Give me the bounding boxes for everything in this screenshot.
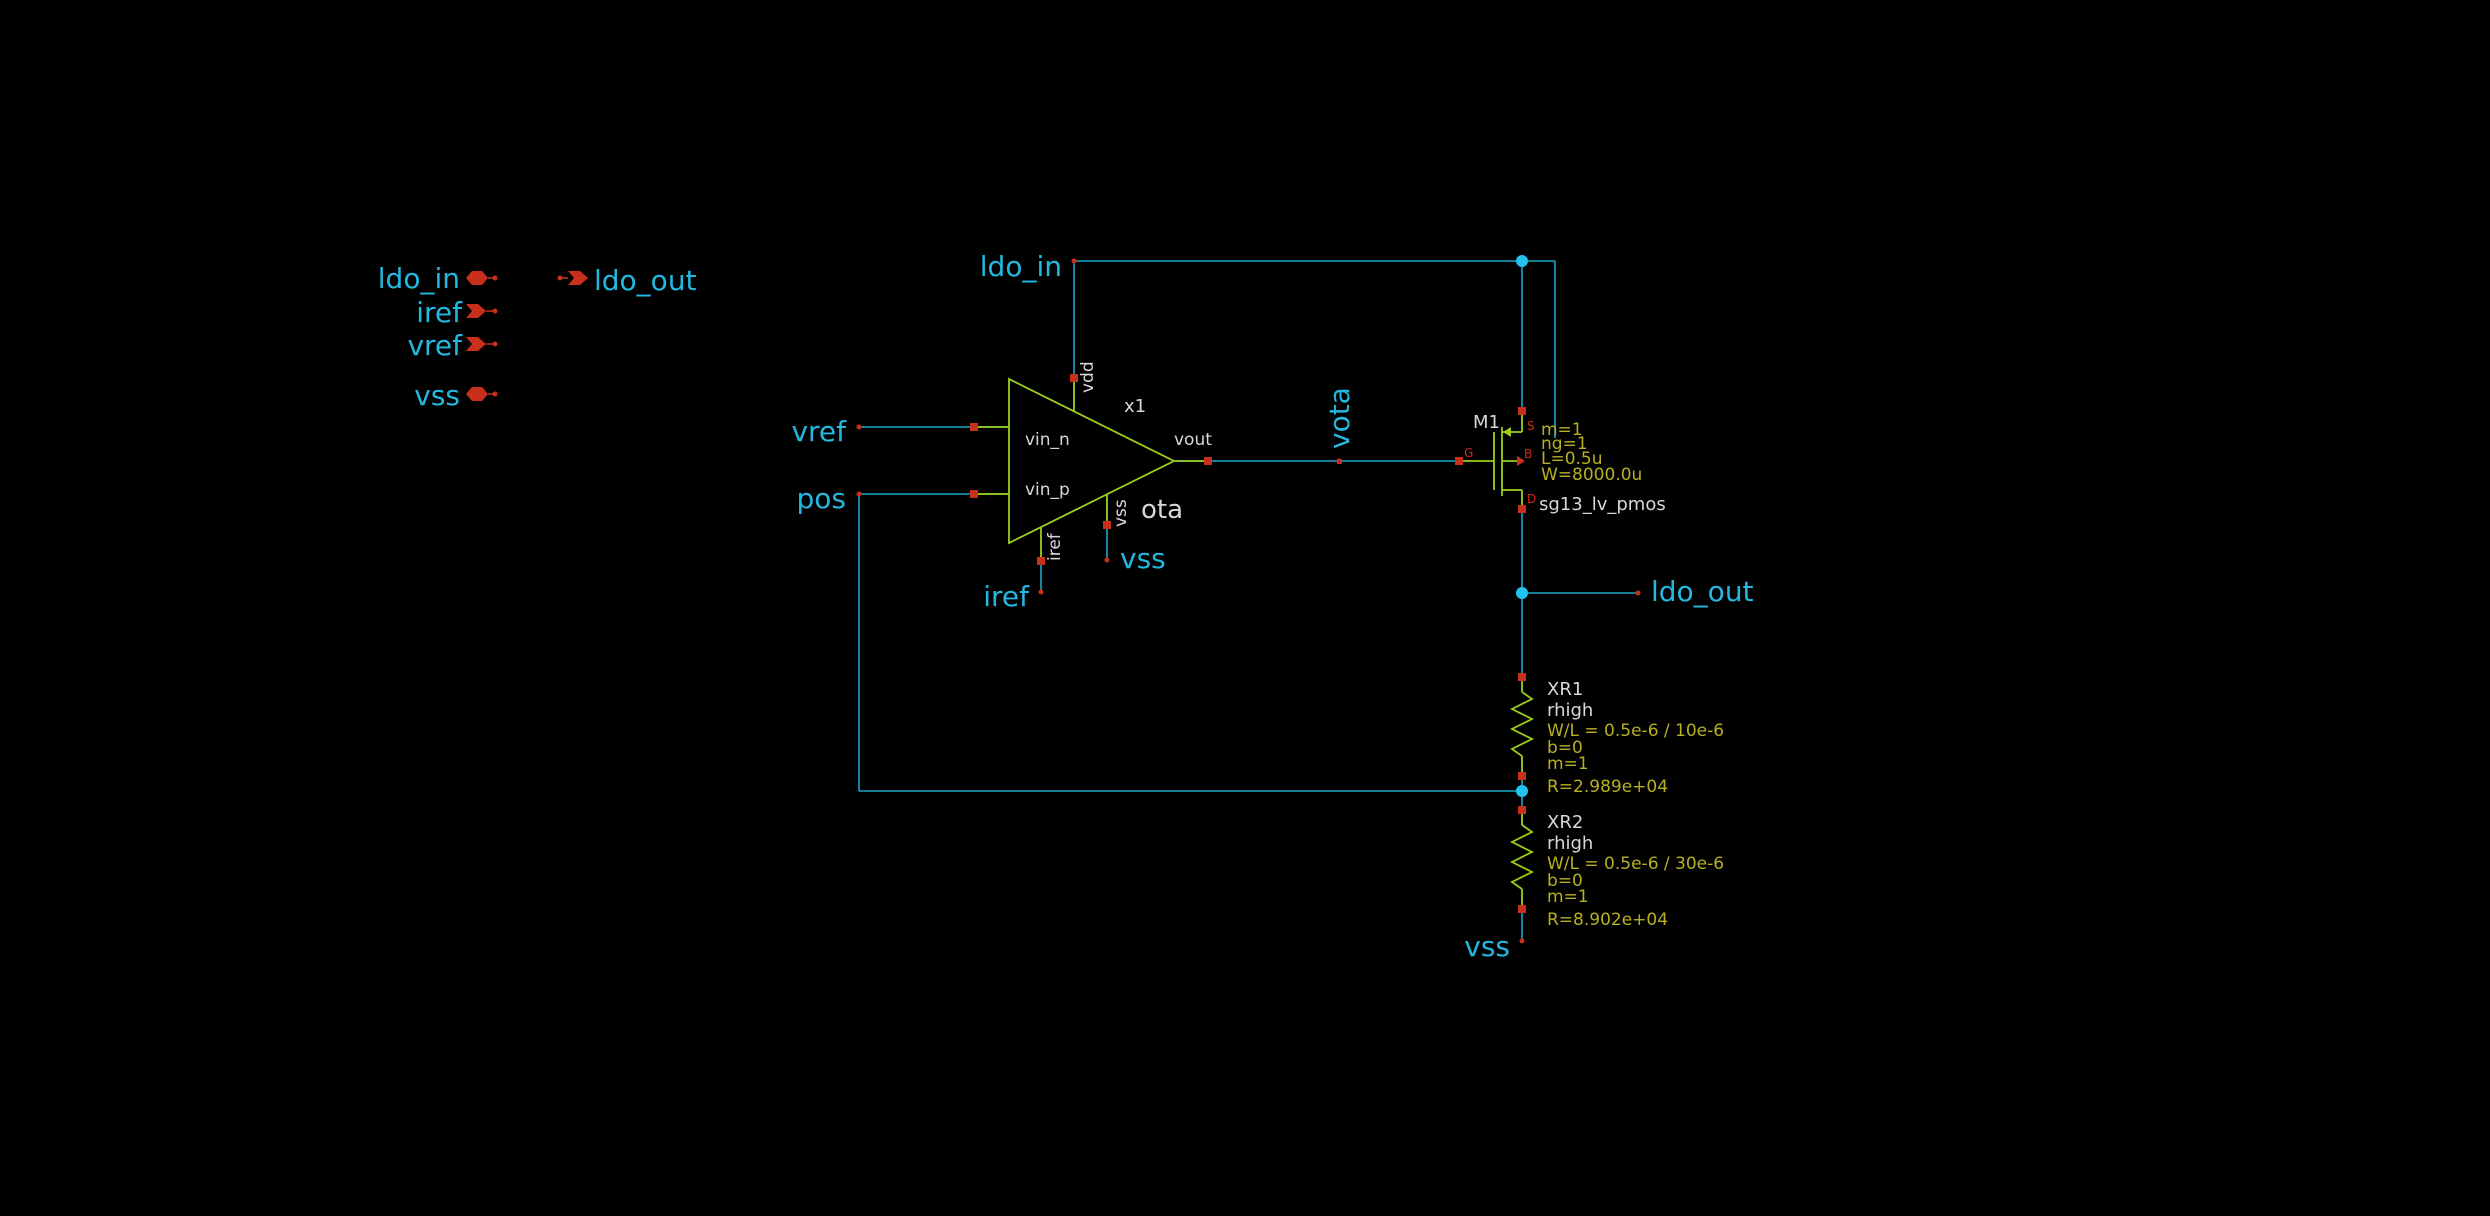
- cell-name: rhigh: [1547, 833, 1593, 854]
- pin-label-g: G: [1464, 446, 1473, 460]
- instance-name-m1: M1: [1473, 412, 1500, 433]
- net-label-vss-ota[interactable]: vss: [1120, 542, 1166, 575]
- inout-pin-icon: [466, 271, 488, 285]
- io-pin-label: ldo_in: [378, 262, 460, 295]
- pin-label-vin-p: vin_p: [1025, 480, 1070, 500]
- inout-pin-icon: [466, 387, 488, 401]
- net-label-pos[interactable]: pos: [797, 482, 847, 515]
- param-wl: W/L = 0.5e-6 / 30e-6: [1547, 854, 1724, 874]
- param-m: m=1: [1541, 420, 1583, 440]
- pin-label-iref: iref: [1045, 532, 1065, 561]
- io-pin-vref[interactable]: vref: [407, 329, 498, 362]
- ota-symbol[interactable]: vin_n vin_p vout vdd vss iref x1 ota: [970, 361, 1212, 565]
- junction-dot: [1516, 255, 1528, 267]
- junction-dot: [1516, 587, 1528, 599]
- wires: [858, 260, 1638, 941]
- io-pin-iref[interactable]: iref: [416, 296, 498, 329]
- pin-label-b: B: [1524, 447, 1532, 461]
- param-b: b=0: [1547, 871, 1583, 891]
- param-m: m=1: [1547, 754, 1589, 774]
- io-pin-ldo-out[interactable]: ldo_out: [557, 264, 697, 297]
- instance-name-x1: x1: [1124, 396, 1146, 417]
- cell-name-ota: ota: [1141, 495, 1183, 525]
- resistor-icon: [1509, 677, 1535, 776]
- param-ng: ng=1: [1541, 434, 1588, 454]
- param-m: m=1: [1547, 887, 1589, 907]
- io-pin-vss[interactable]: vss: [414, 379, 498, 412]
- pin-label-d: D: [1527, 492, 1536, 506]
- param-l: L=0.5u: [1541, 449, 1603, 469]
- io-pin-label: vref: [407, 329, 463, 362]
- param-r: R=2.989e+04: [1547, 777, 1668, 797]
- pin-label-s: S: [1527, 419, 1535, 433]
- io-pin-label: iref: [416, 296, 463, 329]
- net-label-ldo-out[interactable]: ldo_out: [1651, 575, 1754, 608]
- param-w: W=8000.0u: [1541, 465, 1642, 485]
- pin-label-vdd: vdd: [1078, 361, 1098, 393]
- pin-label-vss: vss: [1111, 499, 1131, 527]
- param-b: b=0: [1547, 738, 1583, 758]
- net-label-vref[interactable]: vref: [791, 415, 847, 448]
- net-label-vota[interactable]: vota: [1323, 387, 1356, 449]
- param-wl: W/L = 0.5e-6 / 10e-6: [1547, 721, 1724, 741]
- resistor-icon: [1509, 810, 1535, 910]
- junction-dot: [1516, 785, 1528, 797]
- io-pin-label: vss: [414, 379, 460, 412]
- resistor-xr1[interactable]: XR1 rhigh W/L = 0.5e-6 / 10e-6 b=0 m=1 R…: [1509, 673, 1724, 797]
- pin-label-vin-n: vin_n: [1025, 430, 1070, 450]
- io-pin-label: ldo_out: [594, 264, 697, 297]
- input-pin-icon: [466, 304, 486, 318]
- net-label-dots: [856, 258, 1641, 944]
- param-r: R=8.902e+04: [1547, 910, 1668, 930]
- model-name: sg13_lv_pmos: [1539, 494, 1666, 515]
- pmos-transistor-icon: [1459, 411, 1523, 509]
- opamp-triangle-icon: [1008, 377, 1177, 545]
- io-pin-ldo-in[interactable]: ldo_in: [378, 262, 498, 295]
- net-label-iref[interactable]: iref: [983, 580, 1030, 613]
- pmos-m1[interactable]: G S B D M1 m=1 ng=1 L=0.5u W=8000.0u sg1…: [1455, 407, 1666, 515]
- net-label-vss[interactable]: vss: [1464, 930, 1510, 963]
- instance-name-xr1: XR1: [1547, 679, 1583, 700]
- pin-label-vout: vout: [1174, 430, 1212, 450]
- cell-name: rhigh: [1547, 700, 1593, 721]
- net-label-ldo-in[interactable]: ldo_in: [980, 250, 1062, 283]
- output-pin-icon: [568, 271, 588, 285]
- instance-name-xr2: XR2: [1547, 812, 1583, 833]
- input-pin-icon: [466, 337, 486, 351]
- resistor-xr2[interactable]: XR2 rhigh W/L = 0.5e-6 / 30e-6 b=0 m=1 R…: [1509, 806, 1724, 930]
